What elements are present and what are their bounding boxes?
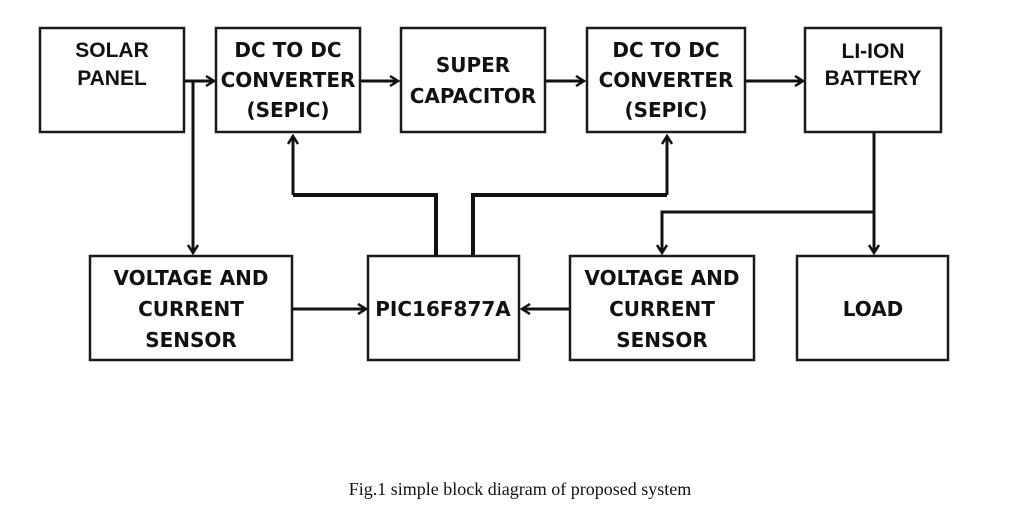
pic-to-converter1-stem xyxy=(293,193,438,255)
block-converter-2: DC TO DC CONVERTER (SEPIC) xyxy=(585,26,747,134)
converter2-line1: DC TO DC xyxy=(612,38,719,62)
block-super-capacitor: SUPER CAPACITOR xyxy=(399,26,547,134)
supercap-line2: CAPACITOR xyxy=(410,84,537,108)
connections xyxy=(184,81,874,309)
converter2-line2: CONVERTER xyxy=(599,68,734,92)
figure-caption: Fig.1 simple block diagram of proposed s… xyxy=(349,479,691,499)
block-load: LOAD xyxy=(795,254,950,362)
arrow-battery-to-sensor2 xyxy=(662,210,874,253)
block-battery: LI-ION BATTERY xyxy=(803,26,943,134)
converter2-line3: (SEPIC) xyxy=(624,98,707,122)
supercap-line1: SUPER xyxy=(436,53,510,77)
sensor2-line3: SENSOR xyxy=(616,328,708,352)
block-solar-panel: SOLAR PANEL xyxy=(38,26,186,134)
battery-line1: LI-ION xyxy=(842,40,905,63)
converter1-line1: DC TO DC xyxy=(234,38,341,62)
converter1-line3: (SEPIC) xyxy=(246,98,329,122)
converter1-line2: CONVERTER xyxy=(221,68,356,92)
sensor1-line3: SENSOR xyxy=(145,328,237,352)
block-converter-1: DC TO DC CONVERTER (SEPIC) xyxy=(214,26,362,134)
load-label: LOAD xyxy=(843,297,904,321)
battery-line2: BATTERY xyxy=(825,67,922,90)
sensor1-line1: VOLTAGE AND xyxy=(114,266,269,290)
block-sensor-1: VOLTAGE AND CURRENT SENSOR xyxy=(88,254,294,362)
block-pic-controller: PIC16F877A xyxy=(366,254,521,362)
solar-panel-line1: SOLAR xyxy=(75,39,149,62)
sensor2-line2: CURRENT xyxy=(609,297,715,321)
pic-to-converter2-stem xyxy=(471,193,667,255)
pic-label: PIC16F877A xyxy=(375,297,511,321)
sensor2-line1: VOLTAGE AND xyxy=(585,266,740,290)
sensor1-line2: CURRENT xyxy=(138,297,244,321)
solar-panel-line2: PANEL xyxy=(77,67,147,90)
block-sensor-2: VOLTAGE AND CURRENT SENSOR xyxy=(568,254,756,362)
